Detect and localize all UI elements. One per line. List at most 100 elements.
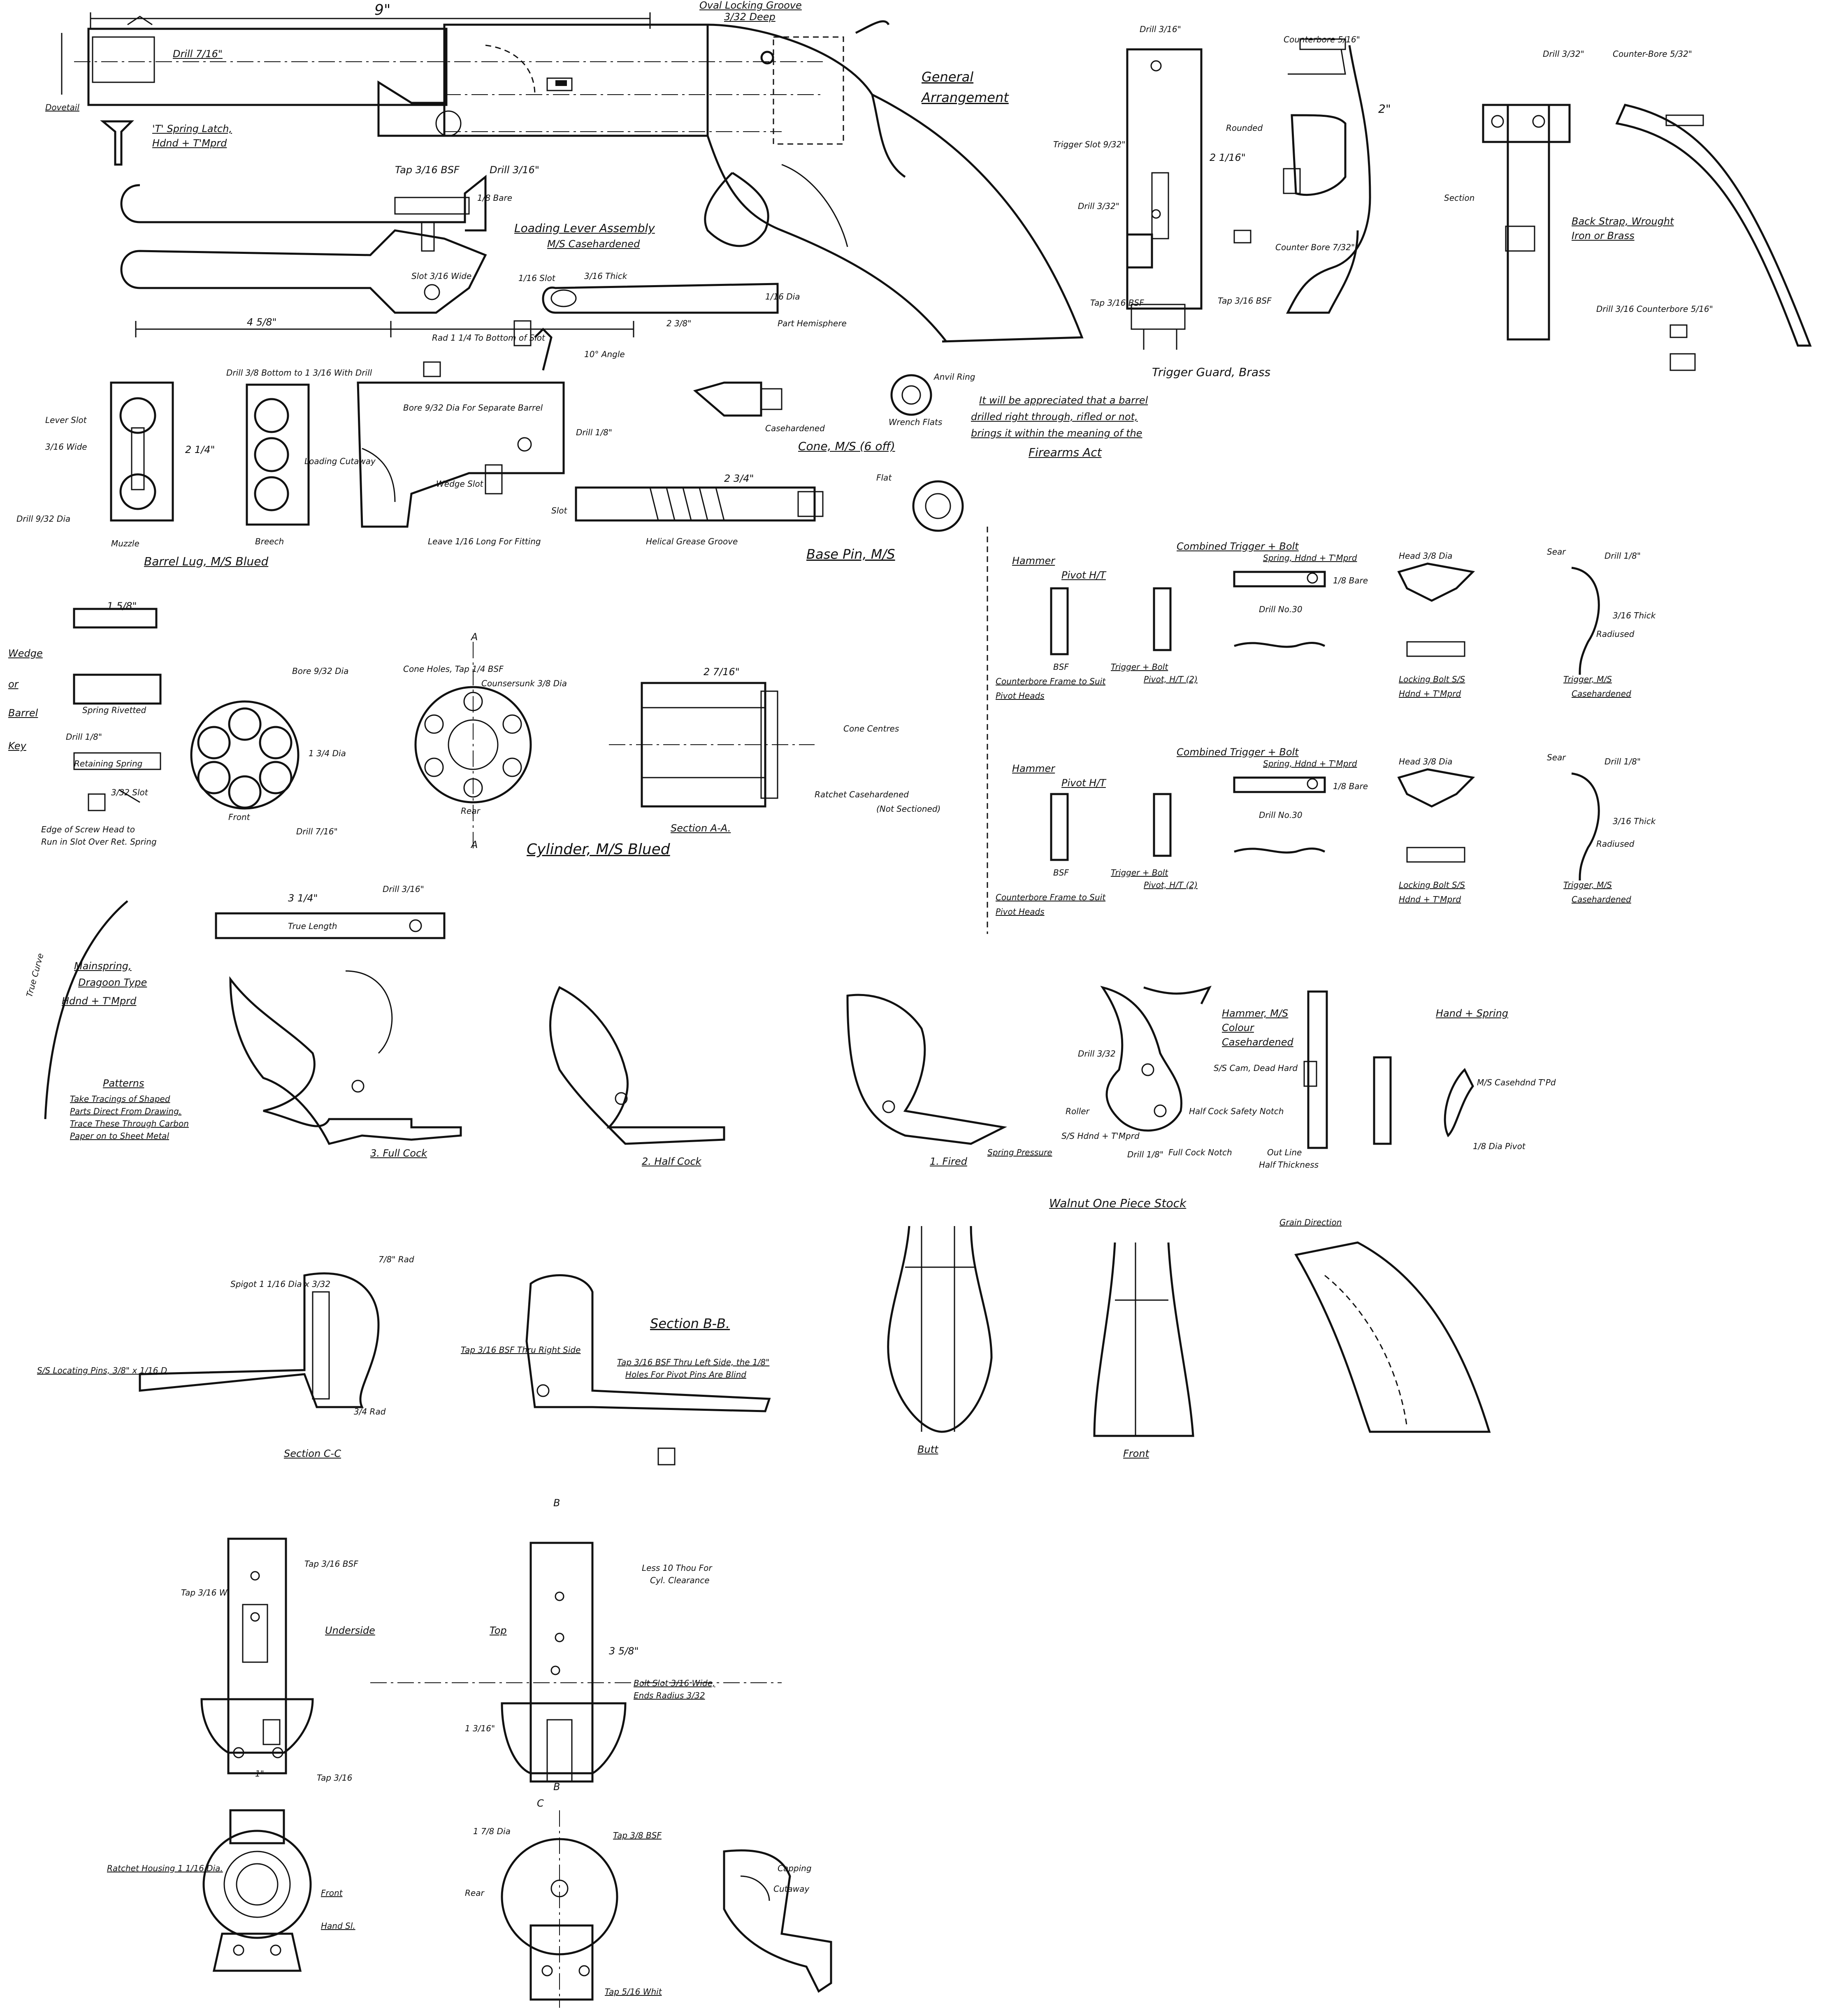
hb1-drill-no-label: Drill No.30 bbox=[1259, 604, 1303, 614]
stock-front-drawing bbox=[1093, 1242, 1194, 1437]
t-spring-latch-label-1: 'T' Spring Latch, bbox=[152, 123, 232, 135]
cone-centres-label: Cone Centres bbox=[843, 724, 899, 734]
dia-label: 1/16 Dia bbox=[765, 292, 800, 302]
hb1-drill-label: Drill 1/8" bbox=[1604, 551, 1641, 561]
general-arrangement-title-2: Arrangement bbox=[922, 90, 1009, 105]
tg-counter-bore-label: Counter Bore 7/32" bbox=[1275, 242, 1355, 252]
fired-label: 1. Fired bbox=[930, 1156, 967, 1167]
hb2-combined-label: Combined Trigger + Bolt bbox=[1177, 746, 1299, 758]
frame-rear-label: Rear bbox=[465, 1888, 484, 1898]
wedge-label-3: Barrel bbox=[8, 707, 38, 719]
bl-dim-2-1-4: 2 1/4" bbox=[185, 444, 215, 455]
fired-drawing bbox=[846, 994, 1007, 1145]
cyl-clearance-label: Cyl. Clearance bbox=[650, 1575, 710, 1585]
frame-underside-drawing bbox=[200, 1538, 314, 1774]
wrench-flats-label: Wrench Flats bbox=[889, 417, 943, 427]
bl-wedge-slot-label: Wedge Slot bbox=[436, 479, 483, 489]
half-cock-drawing bbox=[549, 986, 725, 1145]
half-cock-label: 2. Half Cock bbox=[642, 1156, 701, 1167]
section-a-top: A bbox=[471, 631, 478, 643]
mainspring-title-2: Dragoon Type bbox=[78, 977, 147, 988]
hb1-hammer-label: Hammer bbox=[1012, 555, 1055, 567]
retaining-spring-label: Retaining Spring bbox=[74, 759, 143, 769]
frame-c-label: C bbox=[537, 1798, 544, 1809]
frame-top-label: Top bbox=[490, 1625, 507, 1636]
slot-wide-label: Slot 3/16 Wide bbox=[411, 271, 472, 281]
note-line-4: Firearms Act bbox=[1029, 446, 1102, 459]
hb2-casehardened-label: Casehardened bbox=[1572, 894, 1631, 904]
true-length-label: True Length bbox=[288, 921, 337, 931]
bl-muzzle-label: Muzzle bbox=[111, 539, 139, 548]
stock-title: Walnut One Piece Stock bbox=[1049, 1196, 1187, 1210]
bl-lever-slot-sub: 3/16 Wide bbox=[45, 442, 87, 452]
hb2-bare-label: 1/8 Bare bbox=[1333, 781, 1368, 791]
tg-rounded-label: Rounded bbox=[1226, 123, 1263, 133]
tg-drill-3-32-label: Drill 3/32" bbox=[1078, 201, 1119, 211]
part-hemisphere-label: Part Hemisphere bbox=[778, 318, 847, 328]
frame-b-bottom: B bbox=[553, 1781, 560, 1793]
tg-tap-bsf-2-label: Tap 3/16 BSF bbox=[1218, 296, 1272, 306]
hand-spring-label: Hand + Spring bbox=[1436, 1008, 1509, 1019]
wedge-drill-label: Drill 1/8" bbox=[66, 732, 102, 742]
cc-rad-3-4-label: 3/4 Rad bbox=[354, 1407, 386, 1417]
base-pin-flat-label: Flat bbox=[876, 473, 892, 483]
loading-lever-assembly-title: Loading Lever Assembly bbox=[514, 221, 655, 235]
section-a-bottom: A bbox=[471, 839, 478, 850]
note-line-3: brings it within the meaning of the bbox=[971, 427, 1142, 439]
bl-drill-muzzle-label: Drill 9/32 Dia bbox=[16, 514, 71, 524]
full-cock-notch-label: Full Cock Notch bbox=[1168, 1147, 1232, 1157]
drill-3-16-label: Drill 3/16" bbox=[490, 164, 539, 176]
hb1-radiused-label: Radiused bbox=[1596, 629, 1635, 639]
ends-radius-label: Ends Radius 3/32 bbox=[634, 1691, 705, 1700]
wedge-dim: 1 5/8" bbox=[107, 600, 137, 612]
cutaway-label: Cutaway bbox=[773, 1884, 810, 1894]
hb2-drill-label: Drill 1/8" bbox=[1604, 757, 1641, 766]
tg-drill-label: Drill 3/16" bbox=[1140, 24, 1181, 34]
hammer-title-1: Hammer, M/S bbox=[1222, 1008, 1289, 1019]
oval-locking-groove-label: Oval Locking Groove bbox=[699, 0, 802, 11]
hb2-trigger-bolt-label: Trigger + Bolt bbox=[1111, 868, 1168, 878]
thick-label: 3/16 Thick bbox=[584, 271, 627, 281]
dia-pivot-label: 1/8 Dia Pivot bbox=[1473, 1141, 1526, 1151]
hb2-counterbore-label: Counterbore Frame to Suit bbox=[996, 892, 1106, 902]
frame-dim-1: 1" bbox=[255, 1769, 264, 1779]
wedge-label-4: Key bbox=[8, 740, 26, 752]
hammer-title-2: Colour bbox=[1222, 1022, 1254, 1034]
tg-dim-2-1-16: 2 1/16" bbox=[1210, 152, 1246, 163]
base-pin-dim: 2 3/4" bbox=[724, 473, 754, 484]
half-cock-notch-label: Half Cock Safety Notch bbox=[1189, 1106, 1284, 1116]
bs-drill-label: Drill 3/32" bbox=[1543, 49, 1584, 59]
ss-cam-label: S/S Cam, Dead Hard bbox=[1214, 1063, 1298, 1073]
section-bb-drawing bbox=[525, 1274, 771, 1466]
cone-holes-label: Cone Holes, Tap 1/4 BSF bbox=[403, 664, 504, 674]
tap-bsf-label: Tap 3/16 BSF bbox=[395, 164, 460, 176]
barrel-lug-title: Barrel Lug, M/S Blued bbox=[144, 555, 269, 568]
wedge-label-1: Wedge bbox=[8, 648, 43, 659]
hb2-pivot-ht-label: Pivot, H/T (2) bbox=[1144, 880, 1198, 890]
tg-tap-bsf-label: Tap 3/16 BSF bbox=[1090, 298, 1144, 308]
cylinder-front-drawing bbox=[190, 700, 300, 810]
hammer-drawing bbox=[1100, 985, 1392, 1149]
barrel-lug-drawing bbox=[110, 381, 565, 528]
spring-pressure-label: Spring Pressure bbox=[987, 1147, 1052, 1157]
frame-tap-side-label: Tap 3/16 W bbox=[181, 1588, 228, 1598]
back-strap-drawing bbox=[1482, 104, 1812, 371]
hb2-pivot-label: Pivot H/T bbox=[1061, 777, 1106, 789]
hammer-drill-top-label: Drill 3/32 bbox=[1078, 1049, 1116, 1059]
capping-label: Capping bbox=[778, 1863, 812, 1873]
capping-cutaway-drawing bbox=[723, 1849, 832, 1993]
hb1-trigger-label: Trigger, M/S bbox=[1563, 674, 1612, 684]
frame-dim-1-3-16: 1 3/16" bbox=[465, 1723, 495, 1733]
wedge-slot-label: 3/32 Slot bbox=[111, 787, 148, 797]
trigger-guard-title: Trigger Guard, Brass bbox=[1152, 365, 1271, 379]
edge-note-1: Edge of Screw Head to bbox=[41, 825, 135, 834]
section-bb-title: Section B-B. bbox=[650, 1316, 730, 1331]
mainspring-title-1: Mainspring, bbox=[74, 960, 132, 972]
tap-whit-label: Tap 5/16 Whit bbox=[605, 1987, 662, 1997]
hb1-counterbore-label: Counterbore Frame to Suit bbox=[996, 676, 1106, 686]
note-line-1: It will be appreciated that a barrel bbox=[979, 395, 1148, 406]
ms-dim: 3 1/4" bbox=[288, 892, 318, 904]
angle-label: 10° Angle bbox=[584, 349, 625, 359]
bl-loading-cutaway-label: Loading Cutaway bbox=[304, 456, 376, 466]
